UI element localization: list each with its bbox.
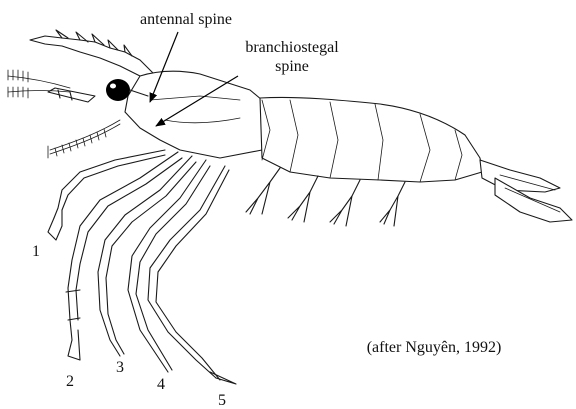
credit-caption: (after Nguyên, 1992) [367, 339, 502, 356]
abdomen [260, 97, 482, 182]
leg-number-3: 3 [116, 359, 124, 376]
carapace [125, 71, 262, 158]
pereiopods [48, 150, 236, 384]
branchiostegal-spine-label: spine [275, 58, 309, 75]
branchiostegal-label: branchiostegal [245, 39, 339, 56]
rostrum [30, 30, 160, 80]
antennae [8, 70, 120, 158]
tail-fan [480, 160, 572, 222]
leg-number-1: 1 [32, 243, 40, 260]
leg-number-2: 2 [66, 373, 74, 390]
leg-number-4: 4 [157, 376, 165, 393]
antennal-spine-label: antennal spine [140, 11, 232, 28]
leg-number-5: 5 [218, 392, 226, 409]
